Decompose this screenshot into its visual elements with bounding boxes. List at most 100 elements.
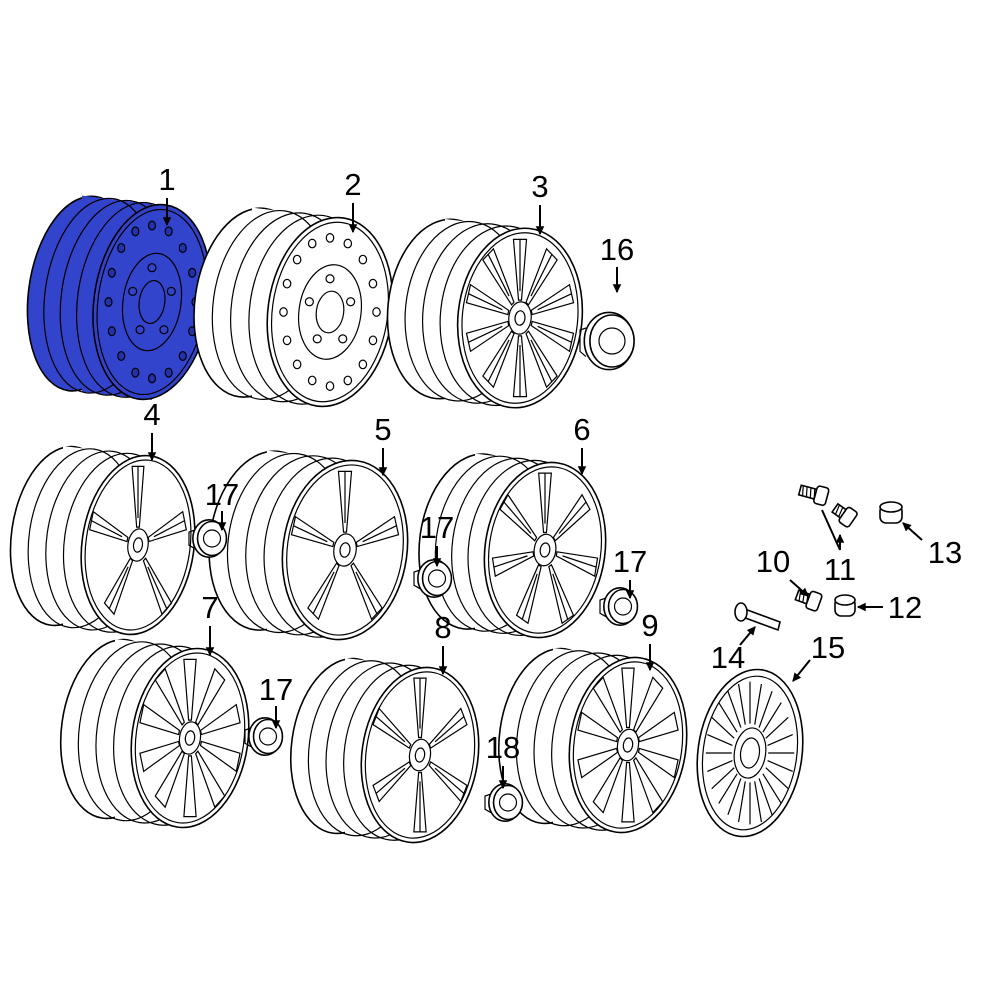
spoke-split: [434, 767, 465, 795]
cover-slot: [767, 733, 793, 746]
vent-hole: [307, 375, 317, 386]
vent-hole: [325, 233, 335, 243]
vent-hole: [292, 254, 302, 265]
spoke: [199, 703, 241, 736]
spoke-split: [375, 767, 406, 795]
vent-hole: [372, 307, 381, 317]
callout-17: 17: [205, 477, 239, 512]
spoke: [194, 750, 226, 809]
spoke: [465, 283, 510, 316]
vent-hole: [131, 226, 140, 237]
cover-slot: [762, 773, 782, 804]
cover-slot: [727, 690, 742, 728]
arrowhead-12: [856, 602, 866, 612]
spoke: [577, 711, 619, 743]
spoke-split: [552, 573, 569, 620]
arrowhead-2: [348, 224, 358, 234]
cover-slot: [711, 767, 735, 790]
spoke-split: [487, 253, 510, 297]
valve-stem-14: [734, 602, 781, 632]
vent-hole: [178, 242, 187, 253]
vent-hole: [358, 254, 368, 265]
vent-hole: [178, 351, 187, 362]
spoke-split: [537, 292, 573, 311]
vent-hole: [343, 375, 353, 386]
lug-nut-cap-13: [879, 501, 903, 524]
spoke: [530, 320, 575, 353]
spoke: [139, 740, 181, 773]
center-cap-16: [579, 311, 635, 371]
vent-hole: [307, 238, 317, 249]
lug-bolt-10: [794, 589, 823, 612]
lug-nut-cap-12: [834, 594, 856, 617]
spoke-split: [90, 519, 123, 538]
lug-hole: [135, 325, 145, 335]
callout-8: 8: [434, 610, 451, 645]
callout-14: 14: [711, 640, 745, 675]
wheel-2: [193, 207, 394, 408]
vent-hole: [117, 351, 126, 362]
cover-slot: [754, 683, 763, 725]
spoke-split: [362, 524, 398, 543]
vent-hole: [104, 296, 113, 308]
callout-4: 4: [143, 397, 160, 432]
callout-13: 13: [928, 535, 962, 570]
spoke-split: [147, 566, 168, 610]
arrowhead-5: [378, 467, 388, 477]
arrowhead-10: [799, 587, 809, 597]
arrowhead-3: [535, 226, 545, 236]
arrowhead-11: [835, 533, 845, 543]
vent-hole: [188, 267, 197, 278]
arrowhead-7: [205, 647, 215, 657]
cover-slot: [765, 767, 789, 790]
spoke-split: [467, 292, 503, 311]
vent-hole: [325, 381, 335, 391]
vent-hole: [107, 267, 116, 278]
lug-hole: [325, 274, 335, 284]
wheel-3: [386, 218, 584, 409]
spoke: [621, 761, 635, 823]
wheel-7: [59, 638, 250, 829]
spoke-split: [562, 555, 597, 568]
spoke-split: [530, 253, 553, 297]
wheel-8: [289, 657, 480, 844]
spoke: [413, 771, 427, 833]
arrowhead-17: [271, 720, 281, 730]
arrowhead-14: [746, 626, 756, 636]
spoke: [131, 465, 145, 528]
lug-hole: [128, 286, 138, 297]
cover-slot: [758, 690, 773, 728]
spoke: [512, 335, 528, 398]
wheel-9: [497, 647, 688, 834]
vent-hole: [282, 335, 292, 346]
cover-slot: [718, 773, 738, 804]
vent-hole: [358, 359, 368, 370]
spoke: [577, 747, 619, 779]
cover-slot: [707, 760, 733, 773]
spoke: [482, 247, 515, 306]
cover-slot: [718, 702, 738, 733]
spoke-split: [153, 519, 186, 538]
callout-3: 3: [531, 169, 548, 204]
spoke-split: [434, 715, 465, 743]
cover-slot: [754, 781, 763, 823]
callout-17: 17: [259, 672, 293, 707]
callout-10: 10: [756, 544, 790, 579]
arrowhead-18: [498, 780, 508, 790]
lug-hole: [346, 297, 356, 307]
cover-slot: [758, 778, 773, 816]
spoke: [555, 551, 599, 578]
spoke: [88, 510, 129, 543]
spoke-split: [467, 325, 503, 344]
leader-line-11-b: [821, 509, 841, 551]
spoke-split: [487, 339, 510, 383]
spoke-split: [503, 501, 532, 534]
wheel-6: [418, 453, 607, 639]
spoke: [621, 667, 635, 729]
callout-9: 9: [641, 608, 658, 643]
spoke: [525, 330, 558, 389]
cover-slot: [737, 683, 746, 725]
callout-6: 6: [573, 412, 590, 447]
spoke: [199, 740, 241, 773]
